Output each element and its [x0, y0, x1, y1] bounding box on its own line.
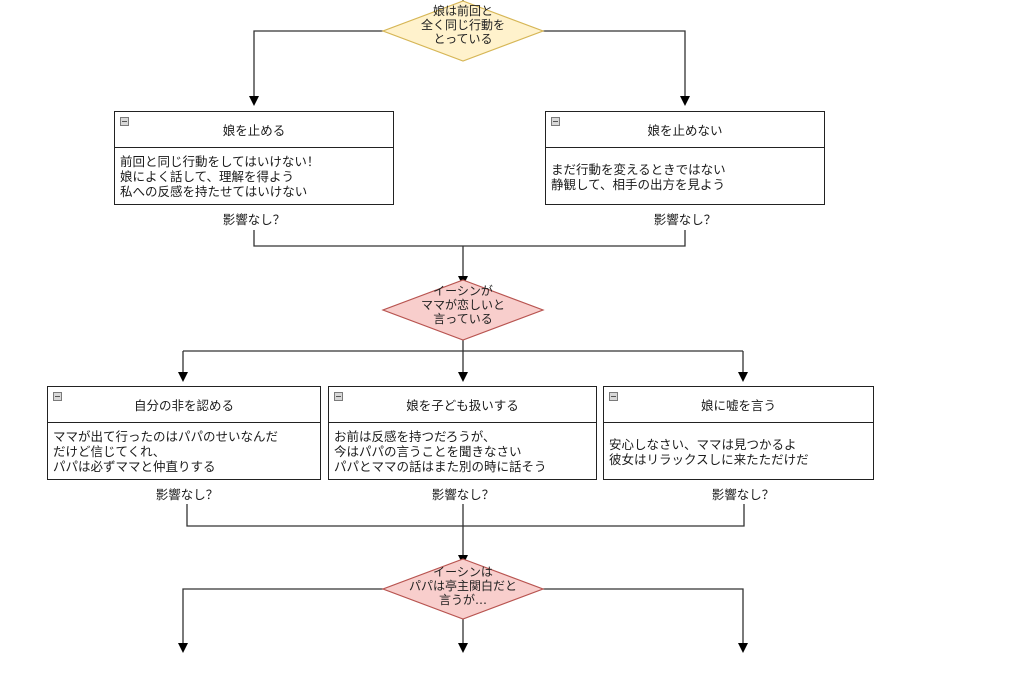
- option-box-treat-as-child[interactable]: 娘を子ども扱いする お前は反感を持つだろうが、 今はパパの言うことを聞きなさい …: [328, 386, 597, 480]
- edge-d1-to-dont-stop[interactable]: [543, 30, 686, 96]
- option-line: 安心しなさい、ママは見つかるよ: [609, 436, 797, 452]
- option-line: ママが出て行ったのはパパのせいなんだ: [53, 429, 279, 444]
- effect-label: 影響なし？: [711, 487, 775, 502]
- option-box-dont-stop-daughter[interactable]: 娘を止めない まだ行動を変えるときではない 静観して、相手の出方を見よう: [545, 111, 825, 205]
- option-line: まだ行動を変えるときではない: [551, 161, 726, 177]
- edge-d1-to-stop[interactable]: [253, 30, 383, 96]
- option-line: 私への反感を持たせてはいけない: [120, 184, 308, 199]
- option-line: 彼女はリラックスしに来たただけだ: [609, 451, 809, 467]
- arrowhead-icon: [458, 372, 468, 382]
- arrowhead-icon: [738, 643, 748, 653]
- option-body: 前回と同じ行動をしてはいけない！ 娘によく話して、理解を得よう 私への反感を持た…: [115, 148, 393, 205]
- arrowhead-icon: [178, 643, 188, 653]
- edge-merge-row2[interactable]: [186, 504, 745, 527]
- option-line: 静観して、相手の出方を見よう: [551, 176, 726, 192]
- option-box-lie-to-daughter[interactable]: 娘に嘘を言う 安心しなさい、ママは見つかるよ 彼女はリラックスしに来たただけだ: [603, 386, 874, 480]
- option-header: 娘に嘘を言う: [604, 387, 873, 423]
- edge-merge-row1[interactable]: [253, 230, 686, 247]
- option-header: 娘を止める: [115, 112, 393, 148]
- effect-label: 影響なし？: [222, 212, 286, 227]
- decision-diamond-3[interactable]: [381, 558, 545, 620]
- option-line: 娘によく話して、理解を得よう: [120, 169, 295, 184]
- collapse-icon[interactable]: [120, 117, 129, 126]
- edge-d3-left[interactable]: [182, 588, 383, 643]
- option-line: 今はパパの言うことを聞きなさい: [334, 444, 522, 459]
- collapse-icon[interactable]: [334, 392, 343, 401]
- collapse-icon[interactable]: [53, 392, 62, 401]
- effect-label: 影響なし？: [155, 487, 219, 502]
- collapse-icon[interactable]: [551, 117, 560, 126]
- option-title: 自分の非を認める: [133, 398, 234, 413]
- arrowhead-icon: [458, 643, 468, 653]
- arrowhead-icon: [680, 96, 690, 106]
- option-body: お前は反感を持つだろうが、 今はパパの言うことを聞きなさい パパとママの話はまた…: [329, 423, 596, 480]
- option-box-admit-fault[interactable]: 自分の非を認める ママが出て行ったのはパパのせいなんだ だけど信じてくれ、 パパ…: [47, 386, 321, 480]
- option-title: 娘を子ども扱いする: [406, 398, 519, 413]
- arrowhead-icon: [178, 372, 188, 382]
- option-header: 娘を止めない: [546, 112, 824, 148]
- edge-d3-right[interactable]: [543, 588, 744, 643]
- option-line: お前は反感を持つだろうが、: [334, 429, 496, 444]
- option-line: パパとママの話はまた別の時に話そう: [334, 459, 547, 474]
- decision-diamond-1[interactable]: [381, 0, 545, 62]
- option-header: 娘を子ども扱いする: [329, 387, 596, 423]
- effect-label: 影響なし？: [653, 212, 717, 227]
- effect-label: 影響なし？: [431, 487, 495, 502]
- option-line: だけど信じてくれ、: [53, 444, 166, 459]
- option-line: 前回と同じ行動をしてはいけない！: [120, 154, 320, 169]
- option-header: 自分の非を認める: [48, 387, 320, 423]
- option-title: 娘に嘘を言う: [700, 398, 776, 413]
- option-title: 娘を止める: [222, 123, 286, 138]
- decision-diamond-2[interactable]: [381, 279, 545, 341]
- collapse-icon[interactable]: [609, 392, 618, 401]
- option-body: ママが出て行ったのはパパのせいなんだ だけど信じてくれ、 パパは必ずママと仲直り…: [48, 423, 320, 480]
- option-line: パパは必ずママと仲直りする: [53, 459, 216, 474]
- option-body: まだ行動を変えるときではない 静観して、相手の出方を見よう: [546, 148, 824, 205]
- option-title: 娘を止めない: [647, 123, 723, 138]
- option-box-stop-daughter[interactable]: 娘を止める 前回と同じ行動をしてはいけない！ 娘によく話して、理解を得よう 私へ…: [114, 111, 394, 205]
- arrowhead-icon: [249, 96, 259, 106]
- arrowhead-icon: [738, 372, 748, 382]
- option-body: 安心しなさい、ママは見つかるよ 彼女はリラックスしに来たただけだ: [604, 423, 873, 480]
